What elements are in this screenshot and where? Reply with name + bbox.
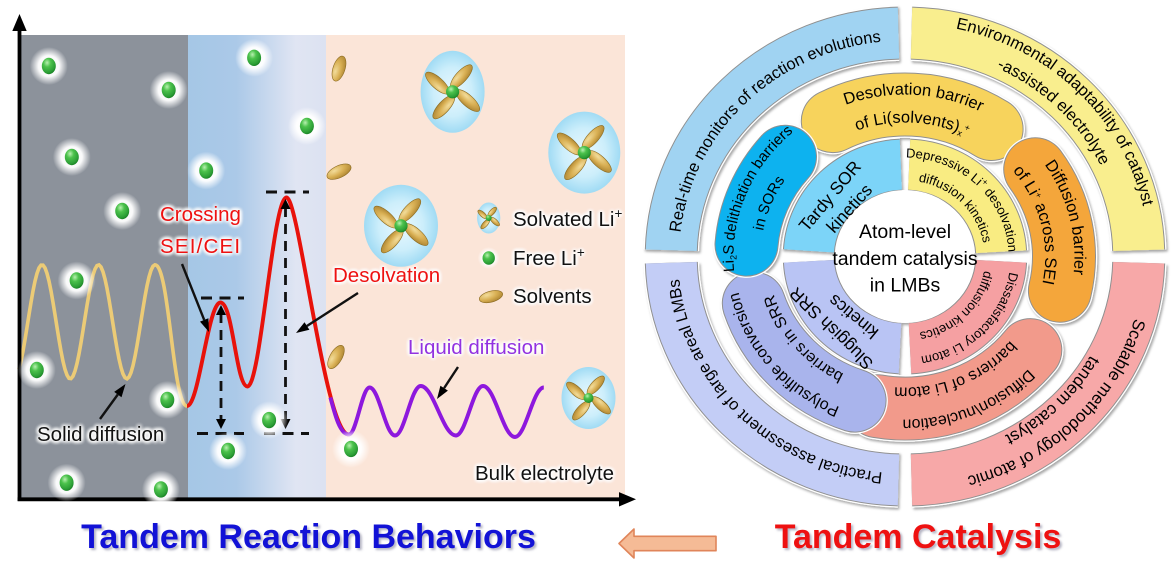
svg-text:Atom-level: Atom-level	[859, 221, 951, 243]
svg-text:tandem catalysis: tandem catalysis	[832, 248, 977, 270]
svg-text:in LMBs: in LMBs	[870, 275, 941, 297]
